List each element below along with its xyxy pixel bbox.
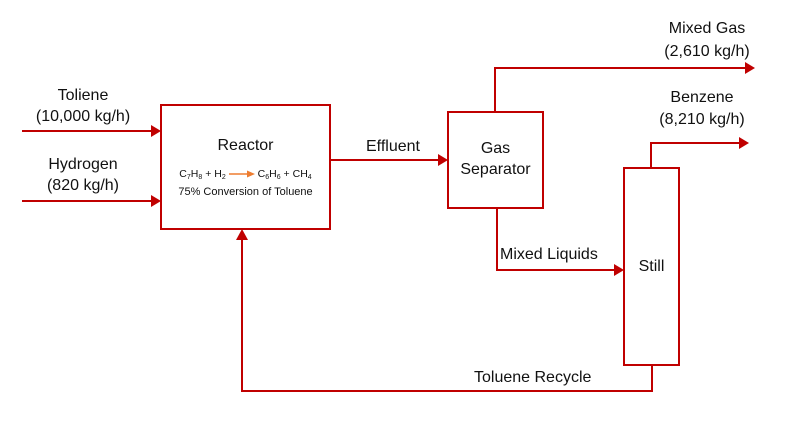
separator-label-line2: Separator (460, 161, 531, 178)
reaction-arrow (228, 170, 255, 178)
still-label: Still (638, 258, 665, 275)
reaction-equation: C7H8 + H2 C6H6 + CH4 (161, 167, 330, 181)
effluent-arrowhead (438, 154, 448, 166)
benzene-name: Benzene (670, 89, 734, 106)
benzene-rate: (8,210 kg/h) (659, 111, 745, 128)
product-benzene: C6H6 (257, 168, 281, 181)
mixed-gas-name: Mixed Gas (668, 20, 746, 37)
effluent-label: Effluent (366, 138, 420, 155)
toluene-recycle-label: Toluene Recycle (474, 369, 592, 386)
reactant-hydrogen: H2 (214, 168, 226, 181)
mixed-liquids-arrowhead (614, 264, 624, 276)
benzene-stream (650, 142, 740, 168)
mixed-liquids-label: Mixed Liquids (500, 246, 598, 263)
toluene-recycle-stream (241, 238, 653, 392)
toluene-feed-arrowhead (151, 125, 161, 137)
hydrogen-feed-name: Hydrogen (48, 156, 118, 173)
hydrogen-feed-rate: (820 kg/h) (46, 177, 120, 194)
mixed-liquids-stream (496, 208, 615, 271)
hydrogen-feed-arrowhead (151, 195, 161, 207)
plus-sign: + (205, 168, 212, 180)
plus-sign: + (283, 168, 290, 180)
reactor-box (160, 104, 331, 230)
gas-separator-box (447, 111, 544, 209)
recycle-arrowhead (236, 229, 248, 240)
mixed-gas-arrowhead (745, 62, 755, 74)
toluene-feed-name: Toliene (57, 87, 109, 104)
benzene-arrowhead (739, 137, 749, 149)
mixed-gas-rate: (2,610 kg/h) (664, 43, 750, 60)
product-methane: CH4 (292, 168, 312, 181)
conversion-note: 75% Conversion of Toluene (178, 186, 313, 198)
separator-label-line1: Gas (480, 140, 511, 157)
toluene-feed-rate: (10,000 kg/h) (35, 108, 131, 125)
mixed-gas-stream (494, 67, 745, 112)
reactant-toluene: C7H8 (179, 168, 203, 181)
reactor-title: Reactor (217, 137, 274, 154)
